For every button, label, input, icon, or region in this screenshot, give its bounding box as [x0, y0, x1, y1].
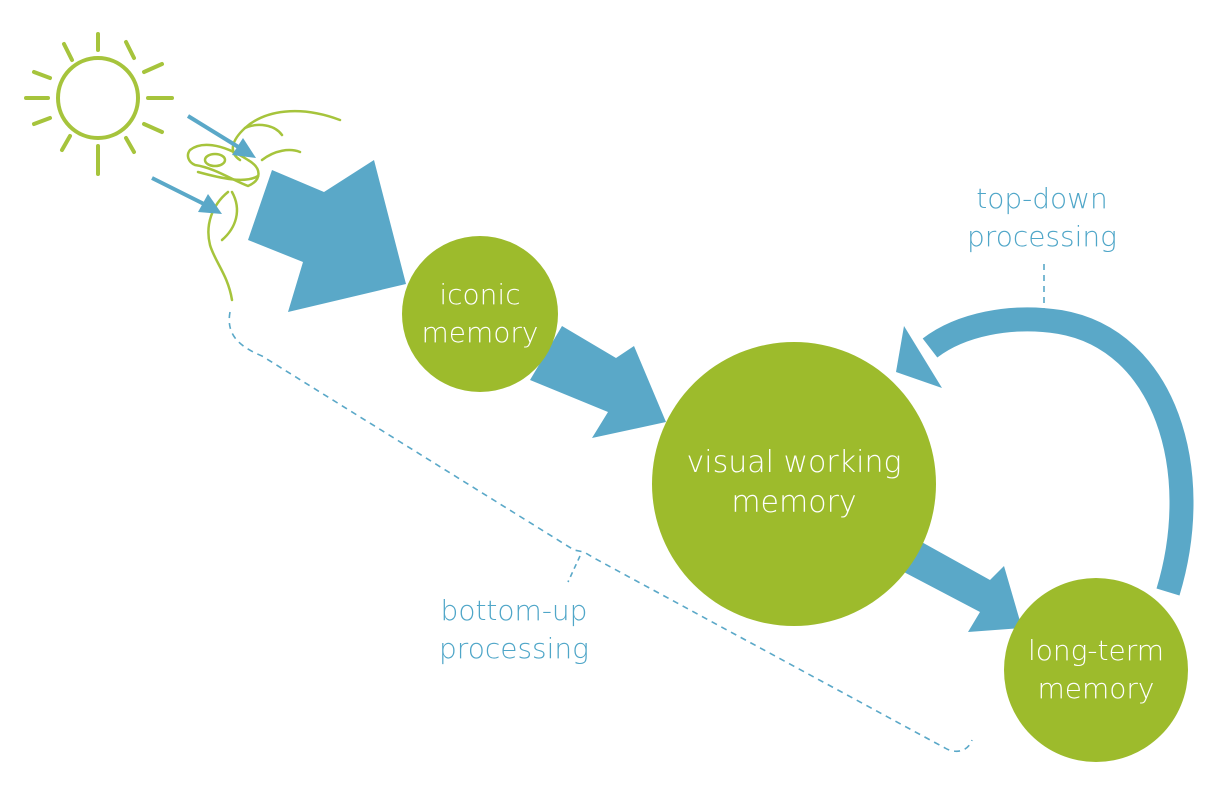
node-visual-working-memory: visual working memory [652, 342, 936, 626]
node-visual-working-label-1: visual working [687, 445, 902, 480]
sun-icon [24, 32, 174, 176]
node-iconic-label-1: iconic [439, 278, 520, 311]
eye-icon [186, 109, 342, 302]
top-down-label-1: top-down [976, 182, 1108, 215]
node-visual-working-label-2: memory [731, 485, 856, 520]
top-down-arrow [922, 307, 1194, 596]
node-iconic-memory: iconic memory [402, 236, 558, 392]
top-down-label-2: processing [967, 220, 1117, 253]
bottom-up-label-1: bottom-up [441, 594, 588, 627]
bottom-up-label-2: processing [439, 632, 589, 665]
input-arrow [248, 160, 406, 312]
node-long-term-label-1: long-term [1028, 634, 1164, 667]
arrow-visual-to-longterm [900, 540, 1022, 632]
node-long-term-memory: long-term memory [1004, 578, 1188, 762]
light-ray-arrow [151, 114, 256, 214]
node-iconic-label-2: memory [422, 316, 539, 349]
node-long-term-label-2: memory [1038, 672, 1155, 705]
top-down-label: top-down processing [967, 182, 1117, 253]
bottom-up-connector [567, 555, 581, 583]
top-down-arrowhead [896, 326, 942, 388]
arrow-iconic-to-visual [530, 326, 666, 438]
bottom-up-label: bottom-up processing [439, 594, 589, 665]
bottom-up-brace [228, 311, 973, 753]
